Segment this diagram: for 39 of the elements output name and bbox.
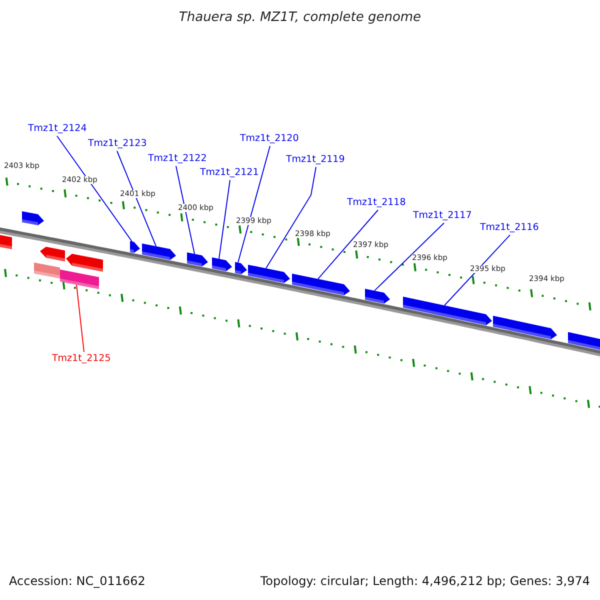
- gene-label: Tmz1t_2121: [200, 168, 259, 178]
- leader-line: [266, 166, 316, 269]
- gene-block: [0, 234, 12, 250]
- gene-block: [568, 332, 600, 351]
- gene-block: [493, 316, 557, 340]
- title: Thauera sp. MZ1T, complete genome: [178, 11, 422, 24]
- gene-block: [142, 244, 176, 260]
- gene-block: [365, 288, 390, 304]
- gene-label: Tmz1t_2119: [286, 155, 345, 164]
- gene-block: [212, 257, 232, 272]
- gene-label: Tmz1t_2117: [413, 211, 472, 220]
- gene-block: [403, 296, 492, 326]
- gene-block: [66, 254, 103, 272]
- gene-block: [40, 246, 65, 262]
- leader-line: [56, 136, 132, 242]
- gene-label: Tmz1t_2122: [148, 154, 207, 164]
- gene-block: [60, 270, 99, 290]
- accession-text: Accession: NC_011662: [9, 575, 146, 587]
- leader-line: [176, 166, 195, 254]
- gene-block: [235, 262, 247, 274]
- gene-label: Tmz1t_2118: [347, 198, 406, 208]
- leader-line: [218, 180, 230, 260]
- leader-line: [318, 210, 378, 280]
- gene-block: [292, 274, 350, 296]
- leader-line: [238, 146, 270, 264]
- leader-line: [444, 234, 510, 306]
- gene-label: Tmz1t_2124: [28, 124, 87, 134]
- gene-block: [34, 262, 60, 278]
- gene-label: Tmz1t_2116: [480, 223, 539, 232]
- gene-block: [187, 252, 208, 266]
- gene-label: Tmz1t_2125: [52, 354, 111, 364]
- leader-line: [76, 284, 84, 352]
- gene-block: [22, 211, 44, 226]
- leader-line: [374, 222, 444, 292]
- gene-block: [130, 241, 140, 253]
- gene-label: Tmz1t_2123: [88, 139, 147, 148]
- leader-line: [116, 150, 156, 247]
- genome-summary-text: Topology: circular; Length: 4,496,212 bp; Genes: 3,974: [260, 575, 590, 587]
- gene-label: Tmz1t_2120: [240, 134, 299, 144]
